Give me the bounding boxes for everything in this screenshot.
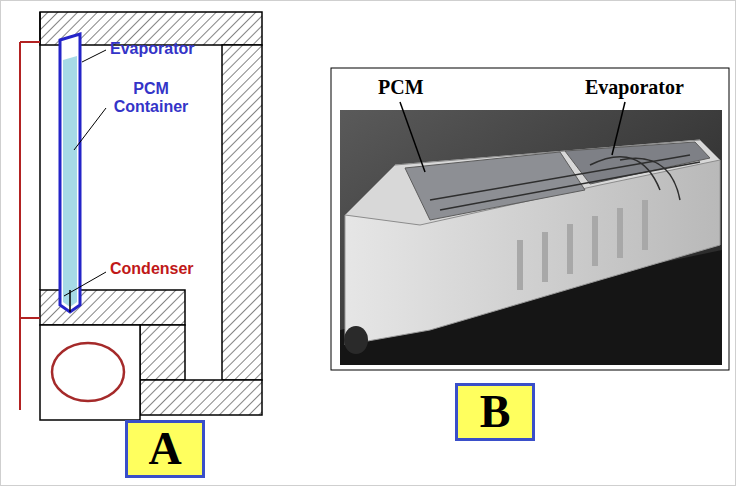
condenser-pipe [19,42,21,410]
bottom-wall [140,380,262,415]
refrigerator-section [20,12,262,420]
tube [590,157,660,190]
pcm-fill [63,56,77,307]
evaporator-plate [565,142,710,184]
photo-frame [331,68,729,370]
leader-line [400,102,425,172]
evaporator-tubes [430,155,700,210]
refrigerator-top [345,140,720,225]
part-label: Condenser [110,260,194,278]
part-label: Evaporator [110,40,194,58]
refrigerator-body [345,140,720,345]
leader-line [82,50,106,62]
photo-panel [331,68,729,370]
fin [567,224,573,274]
leader-line [64,272,106,296]
photo-background [340,110,722,365]
side-fins [520,200,645,290]
panel-letter-box: B [455,383,535,441]
leader-line [74,108,106,150]
panel-letter: A [148,426,181,472]
part-label: Evaporator [585,76,684,99]
part-label: PCM [378,76,424,99]
leader-line [612,102,625,155]
compressor-symbol [52,343,124,401]
fin [617,208,623,258]
condenser-pipe [20,41,40,43]
fin [592,216,598,266]
compressor-bay [40,325,140,420]
tube [440,162,700,210]
tube [620,158,680,200]
panel-letter-box: A [125,420,205,478]
right-wall [222,45,262,380]
part-label: PCM Container [108,80,194,117]
panel-letter: B [480,389,511,435]
opening [344,326,368,354]
fin [517,240,523,290]
pcm-foil [405,152,585,220]
fin [642,200,648,250]
step-wall [140,325,185,380]
left-wall [39,12,41,290]
fin [542,232,548,282]
condenser-pipe [20,317,40,319]
tube [430,155,690,200]
pcm-container [60,34,80,312]
